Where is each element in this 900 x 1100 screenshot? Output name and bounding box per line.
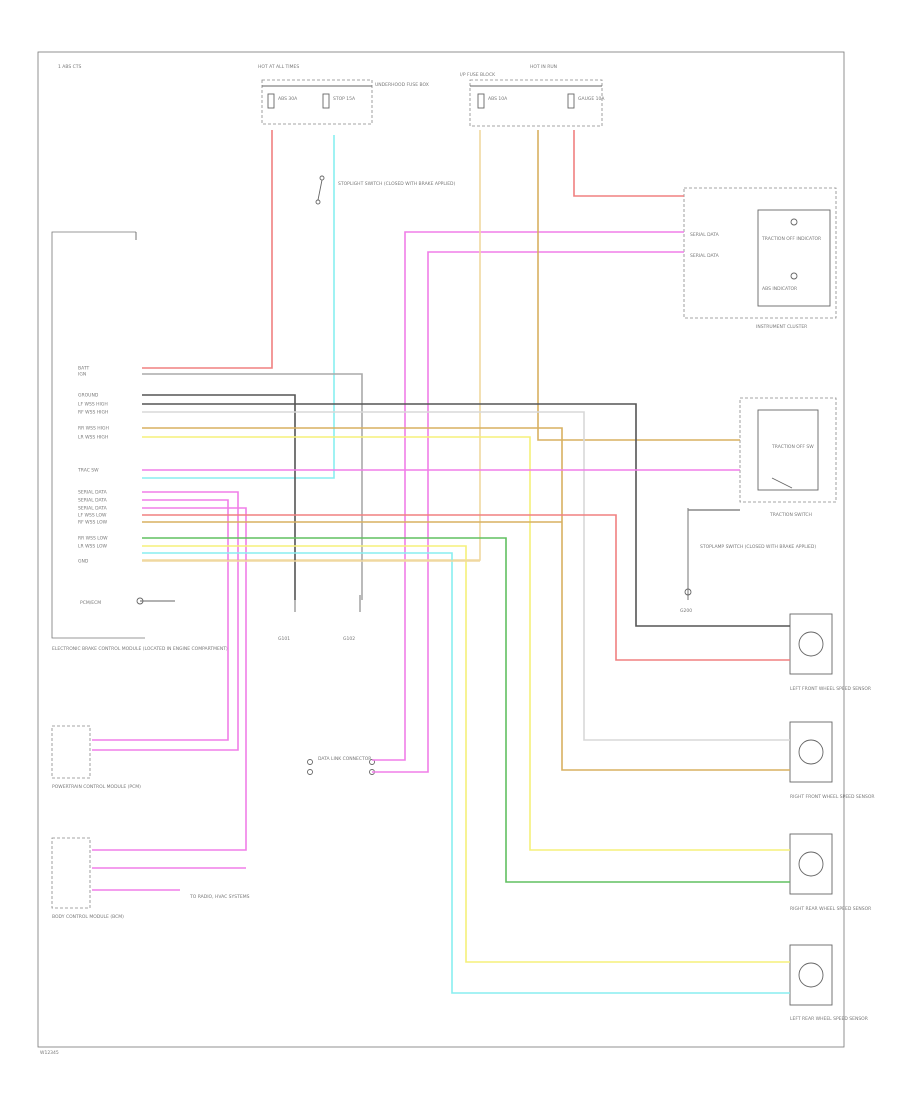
pcm-module: POWERTRAIN CONTROL MODULE (PCM): [51, 725, 141, 790]
left-rear-sensor: LEFT REAR WHEEL SPEED SENSOR: [789, 944, 868, 1022]
svg-text:TRACTION SWITCH: TRACTION SWITCH: [769, 512, 812, 518]
svg-text:G101: G101: [278, 636, 290, 642]
ebcm-pin-label: RR WSS HIGH: [78, 426, 109, 432]
ebcm-pin-label: SERIAL DATA: [78, 506, 108, 512]
wire-yellow-rr: [142, 436, 790, 851]
left-front-sensor: LEFT FRONT WHEEL SPEED SENSOR: [789, 613, 871, 692]
svg-text:PCM/ECM: PCM/ECM: [80, 600, 101, 606]
ebcm-pin-label: SERIAL DATA: [78, 490, 108, 496]
wire-pink-bcm: [92, 507, 247, 851]
wire-pink-pcm1: [92, 491, 239, 751]
ebcm-pin-label: IGN: [78, 372, 86, 378]
footer-code: W12345: [40, 1050, 59, 1056]
data-link-connector: DATA LINK CONNECTOR: [307, 756, 375, 775]
svg-text:TRACTION OFF INDICATOR: TRACTION OFF INDICATOR: [761, 236, 821, 242]
ebcm-module: ELECTRONIC BRAKE CONTROL MODULE (LOCATED…: [51, 231, 228, 652]
wire-orange-rf-high: [142, 427, 790, 771]
wire-dark-lf-high: [142, 403, 790, 627]
ebcm-pin-label: LF WSS HIGH: [78, 402, 108, 408]
svg-text:RIGHT FRONT WHEEL SPEED SENSOR: RIGHT FRONT WHEEL SPEED SENSOR: [790, 794, 875, 800]
wire-red-lf-low: [142, 514, 790, 661]
svg-text:LEFT FRONT WHEEL SPEED SENSOR: LEFT FRONT WHEEL SPEED SENSOR: [790, 686, 871, 692]
svg-text:STOPLAMP SWITCH (CLOSED WITH B: STOPLAMP SWITCH (CLOSED WITH BRAKE APPLI…: [700, 544, 816, 550]
fuse-block-left: HOT AT ALL TIMES UNDERHOOD FUSE BOX ABS …: [258, 64, 429, 125]
stoplamp-switch-2: STOPLAMP SWITCH (CLOSED WITH BRAKE APPLI…: [680, 508, 816, 614]
svg-text:G200: G200: [680, 608, 692, 614]
diagram-title: 1 ABS CTS: [58, 64, 82, 70]
svg-text:UNDERHOOD FUSE BOX: UNDERHOOD FUSE BOX: [375, 82, 429, 88]
svg-text:LEFT REAR WHEEL SPEED SENSOR: LEFT REAR WHEEL SPEED SENSOR: [790, 1016, 868, 1022]
svg-text:TO RADIO, HVAC SYSTEMS: TO RADIO, HVAC SYSTEMS: [189, 894, 250, 900]
ebcm-pin-label: RR WSS LOW: [78, 536, 108, 542]
wire-red-cluster: [573, 130, 684, 197]
wire-yellow-lr: [142, 545, 790, 963]
svg-text:HOT AT ALL TIMES: HOT AT ALL TIMES: [258, 64, 299, 70]
svg-text:SERIAL DATA: SERIAL DATA: [690, 232, 720, 238]
svg-text:GAUGE 10A: GAUGE 10A: [578, 96, 605, 102]
ground-right: G102: [343, 595, 361, 642]
wires: [92, 130, 790, 994]
wire-cyan-stop: [142, 135, 335, 479]
ground-left: G101: [278, 595, 296, 642]
svg-text:TRACTION OFF SW: TRACTION OFF SW: [771, 444, 814, 450]
ebcm-pin-label: RF WSS HIGH: [78, 410, 108, 416]
wire-pink-data1: [372, 231, 684, 761]
ebcm-pin-label: LR WSS LOW: [78, 544, 108, 550]
svg-text:I/P FUSE BLOCK: I/P FUSE BLOCK: [460, 72, 496, 78]
svg-text:RIGHT REAR WHEEL SPEED SENSOR: RIGHT REAR WHEEL SPEED SENSOR: [790, 906, 871, 912]
svg-text:DATA LINK CONNECTOR: DATA LINK CONNECTOR: [318, 756, 371, 762]
right-front-sensor: RIGHT FRONT WHEEL SPEED SENSOR: [789, 721, 875, 800]
diagram-frame: [37, 51, 845, 1048]
ebcm-pin-label: RF WSS LOW: [78, 520, 108, 526]
wire-red-batt: [142, 130, 273, 369]
ebcm-pin-label: GND: [78, 559, 89, 565]
svg-text:G102: G102: [343, 636, 355, 642]
wire-dark-ground: [142, 394, 296, 600]
stoplight-switch: STOPLIGHT SWITCH (CLOSED WITH BRAKE APPL…: [315, 175, 456, 205]
svg-text:POWERTRAIN CONTROL MODULE (PCM: POWERTRAIN CONTROL MODULE (PCM): [52, 784, 141, 790]
bcm-module: BODY CONTROL MODULE (BCM) TO RADIO, HVAC…: [51, 837, 250, 920]
ebcm-pin-label: GROUND: [78, 393, 99, 399]
wire-cyan-lr: [142, 552, 790, 994]
ebcm-pin-label: LF WSS LOW: [78, 513, 107, 519]
svg-text:ABS 30A: ABS 30A: [278, 96, 298, 102]
wire-tan-ign: [142, 130, 481, 561]
wire-green-rr-low: [142, 537, 790, 883]
instrument-cluster: SERIAL DATA SERIAL DATA TRACTION OFF IND…: [683, 187, 837, 330]
svg-text:ELECTRONIC BRAKE CONTROL MODUL: ELECTRONIC BRAKE CONTROL MODULE (LOCATED…: [52, 646, 228, 652]
svg-text:HOT IN RUN: HOT IN RUN: [530, 64, 557, 70]
svg-text:ABS INDICATOR: ABS INDICATOR: [762, 286, 797, 292]
svg-text:BODY CONTROL MODULE (BCM): BODY CONTROL MODULE (BCM): [52, 914, 124, 920]
ebcm-pin-label: LR WSS HIGH: [78, 435, 108, 441]
wire-orange-traction: [537, 130, 740, 441]
wire-pink-pcm2: [92, 499, 229, 741]
ebcm-pin-label: BATT: [78, 366, 89, 372]
right-rear-sensor: RIGHT REAR WHEEL SPEED SENSOR: [789, 833, 871, 912]
svg-text:ABS 10A: ABS 10A: [488, 96, 508, 102]
wire-lightgray-rf: [142, 411, 790, 741]
svg-text:STOP 15A: STOP 15A: [333, 96, 356, 102]
svg-text:STOPLIGHT SWITCH (CLOSED WITH: STOPLIGHT SWITCH (CLOSED WITH BRAKE APPL…: [338, 181, 456, 187]
wire-gray-ign: [142, 373, 363, 600]
svg-text:INSTRUMENT CLUSTER: INSTRUMENT CLUSTER: [756, 324, 807, 330]
traction-switch: TRACTION OFF SW TRACTION SWITCH: [739, 397, 837, 518]
fuse-block-right: HOT IN RUN I/P FUSE BLOCK ABS 10A GAUGE …: [460, 64, 605, 127]
wire-pink-data2: [372, 251, 684, 773]
svg-text:SERIAL DATA: SERIAL DATA: [690, 253, 720, 259]
ebcm-pin-label: TRAC SW: [77, 468, 99, 474]
ebcm-pin-label: SERIAL DATA: [78, 498, 108, 504]
